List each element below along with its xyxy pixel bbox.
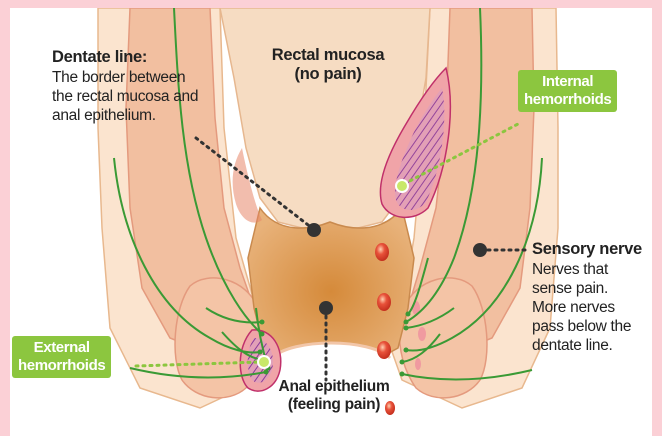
sensory-nerve-title: Sensory nerve — [532, 240, 642, 259]
right-vessel-2 — [418, 327, 426, 341]
blood-drop-2 — [377, 293, 391, 311]
dentate-line-title: Dentate line: — [52, 48, 147, 67]
anal-epithelium-label: Anal epithelium (feeling pain) — [264, 378, 404, 414]
blood-drop-1 — [375, 243, 389, 261]
anal-epithelium-marker — [319, 301, 333, 315]
internal-hemorrhoids-badge: Internal hemorrhoids — [518, 70, 617, 112]
sensory-nerve-marker — [473, 243, 487, 257]
right-vessel-3 — [415, 358, 421, 370]
external-hemorrhoids-marker — [258, 356, 270, 368]
dentate-line-marker — [307, 223, 321, 237]
external-hemorrhoids-badge: External hemorrhoids — [12, 336, 111, 378]
internal-hemorrhoids-marker — [396, 180, 408, 192]
blood-drop-3 — [377, 341, 391, 359]
rectal-mucosa-label: Rectal mucosa (no pain) — [258, 46, 398, 84]
diagram-frame: Dentate line: The border between the rec… — [10, 8, 652, 436]
sensory-nerve-description: Nerves that sense pain. More nerves pass… — [532, 260, 631, 355]
dentate-line-description: The border between the rectal mucosa and… — [52, 68, 198, 125]
